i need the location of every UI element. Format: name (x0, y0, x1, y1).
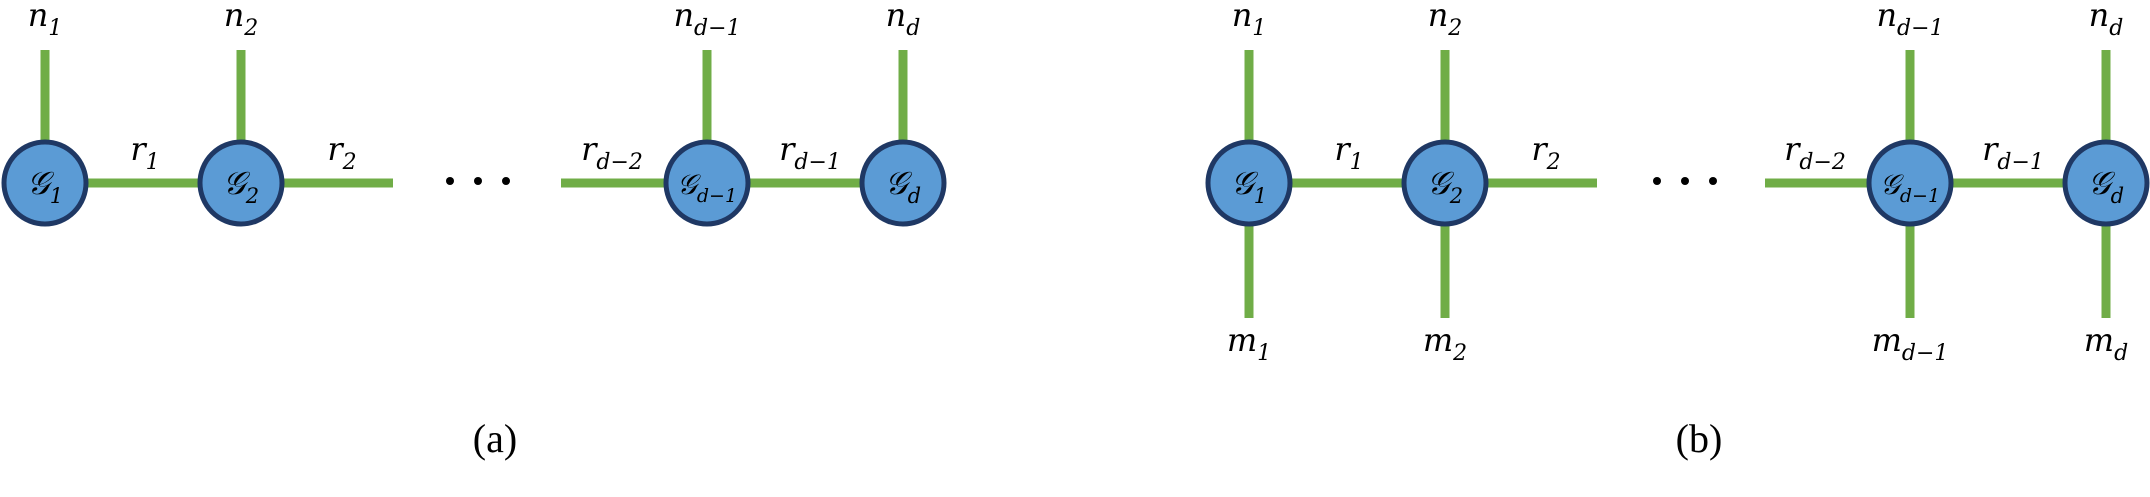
top-index-label-2: n2 (1428, 0, 1463, 41)
rank-label-4-subscript: d−1 (794, 150, 841, 175)
rank-label-2: r2 (1531, 130, 1560, 175)
rank-label-3-symbol: r (581, 130, 598, 168)
rank-label-1-subscript: 1 (146, 150, 160, 175)
bottom-index-label-1: m1 (1227, 321, 1271, 366)
ellipsis-dot-2 (474, 177, 482, 185)
bottom-index-label-2: m2 (1423, 321, 1467, 366)
rank-label-1-subscript: 1 (1350, 150, 1364, 175)
core-label-4-subscript: d (908, 184, 921, 208)
rank-label-3: rd−2 (581, 130, 643, 175)
rank-label-2-subscript: 2 (342, 150, 357, 175)
rank-label-4: rd−1 (779, 130, 841, 175)
core-node-2 (1401, 139, 1489, 227)
top-index-label-2-symbol: n (224, 0, 245, 34)
bottom-index-label-1-symbol: m (1227, 321, 1257, 359)
core-label-1-subscript: 1 (50, 184, 63, 208)
rank-label-1-symbol: r (130, 130, 147, 168)
rank-label-1: r1 (1334, 130, 1363, 175)
top-index-label-1: n1 (28, 0, 63, 41)
rank-label-2-subscript: 2 (1546, 150, 1561, 175)
top-index-label-4: nd (2089, 0, 2124, 41)
core-node-1 (1205, 139, 1293, 227)
rank-label-2-symbol: r (327, 130, 344, 168)
top-index-label-1-subscript: 1 (1252, 16, 1266, 41)
top-index-label-4-subscript: d (2109, 16, 2123, 41)
top-index-label-3-subscript: d−1 (694, 16, 741, 41)
core-label-4-subscript: d (2111, 184, 2124, 208)
top-index-label-3-symbol: n (673, 0, 694, 34)
rank-label-1: r1 (130, 130, 159, 175)
top-index-label-1: n1 (1232, 0, 1267, 41)
bottom-index-label-4-subscript: d (2114, 341, 2128, 366)
rank-label-4-subscript: d−1 (1997, 150, 2044, 175)
core-node-4 (859, 139, 947, 227)
bottom-index-label-4: md (2084, 321, 2128, 366)
core-node-1 (1, 139, 89, 227)
core-label-3-subscript: d−1 (697, 185, 737, 207)
core-label-2-subscript: 2 (1449, 184, 1463, 208)
top-index-label-1-symbol: n (1232, 0, 1253, 34)
rank-label-3-subscript: d−2 (596, 150, 643, 175)
core-label-1-subscript: 1 (1254, 184, 1267, 208)
ellipsis-dot-1 (446, 177, 454, 185)
top-index-label-2-symbol: n (1428, 0, 1449, 34)
rank-label-3-subscript: d−2 (1799, 150, 1846, 175)
core-label-1: 𝒢1 (1231, 164, 1267, 208)
rank-label-4: rd−1 (1982, 130, 2044, 175)
top-index-label-3: nd−1 (673, 0, 740, 41)
rank-label-1-symbol: r (1334, 130, 1351, 168)
bottom-index-label-2-subscript: 2 (1452, 341, 1467, 366)
core-label-2-subscript: 2 (245, 184, 259, 208)
top-index-label-3: nd−1 (1876, 0, 1943, 41)
rank-label-2-symbol: r (1531, 130, 1548, 168)
caption-b: (b) (1676, 416, 1723, 461)
bottom-index-label-3-symbol: m (1872, 321, 1902, 359)
ellipsis-dot-3 (1709, 177, 1717, 185)
top-index-label-3-subscript: d−1 (1897, 16, 1944, 41)
top-index-label-4-symbol: n (886, 0, 907, 34)
rank-label-4-symbol: r (1982, 130, 1999, 168)
top-index-label-4: nd (886, 0, 921, 41)
caption-a: (a) (473, 416, 517, 461)
core-label-3-subscript: d−1 (1900, 185, 1940, 207)
bottom-index-label-3: md−1 (1872, 321, 1949, 366)
rank-label-4-symbol: r (779, 130, 796, 168)
core-node-3 (663, 139, 751, 227)
top-index-label-3-symbol: n (1876, 0, 1897, 34)
top-index-label-1-symbol: n (28, 0, 49, 34)
ellipsis-dot-2 (1681, 177, 1689, 185)
bottom-index-label-4-symbol: m (2084, 321, 2114, 359)
bottom-index-label-3-subscript: d−1 (1902, 341, 1949, 366)
bottom-index-label-1-subscript: 1 (1257, 341, 1271, 366)
top-index-label-2-subscript: 2 (1447, 16, 1462, 41)
rank-label-3-symbol: r (1784, 130, 1801, 168)
top-index-label-2-subscript: 2 (243, 16, 258, 41)
rank-label-2: r2 (327, 130, 356, 175)
core-node-3 (1866, 139, 1954, 227)
ellipsis-dot-1 (1653, 177, 1661, 185)
top-index-label-2: n2 (224, 0, 259, 41)
top-index-label-4-symbol: n (2089, 0, 2110, 34)
core-node-2 (197, 139, 285, 227)
bottom-index-label-2-symbol: m (1423, 321, 1453, 359)
ellipsis-dot-3 (502, 177, 510, 185)
rank-label-3: rd−2 (1784, 130, 1846, 175)
top-index-label-1-subscript: 1 (48, 16, 62, 41)
core-node-4 (2062, 139, 2150, 227)
top-index-label-4-subscript: d (906, 16, 920, 41)
